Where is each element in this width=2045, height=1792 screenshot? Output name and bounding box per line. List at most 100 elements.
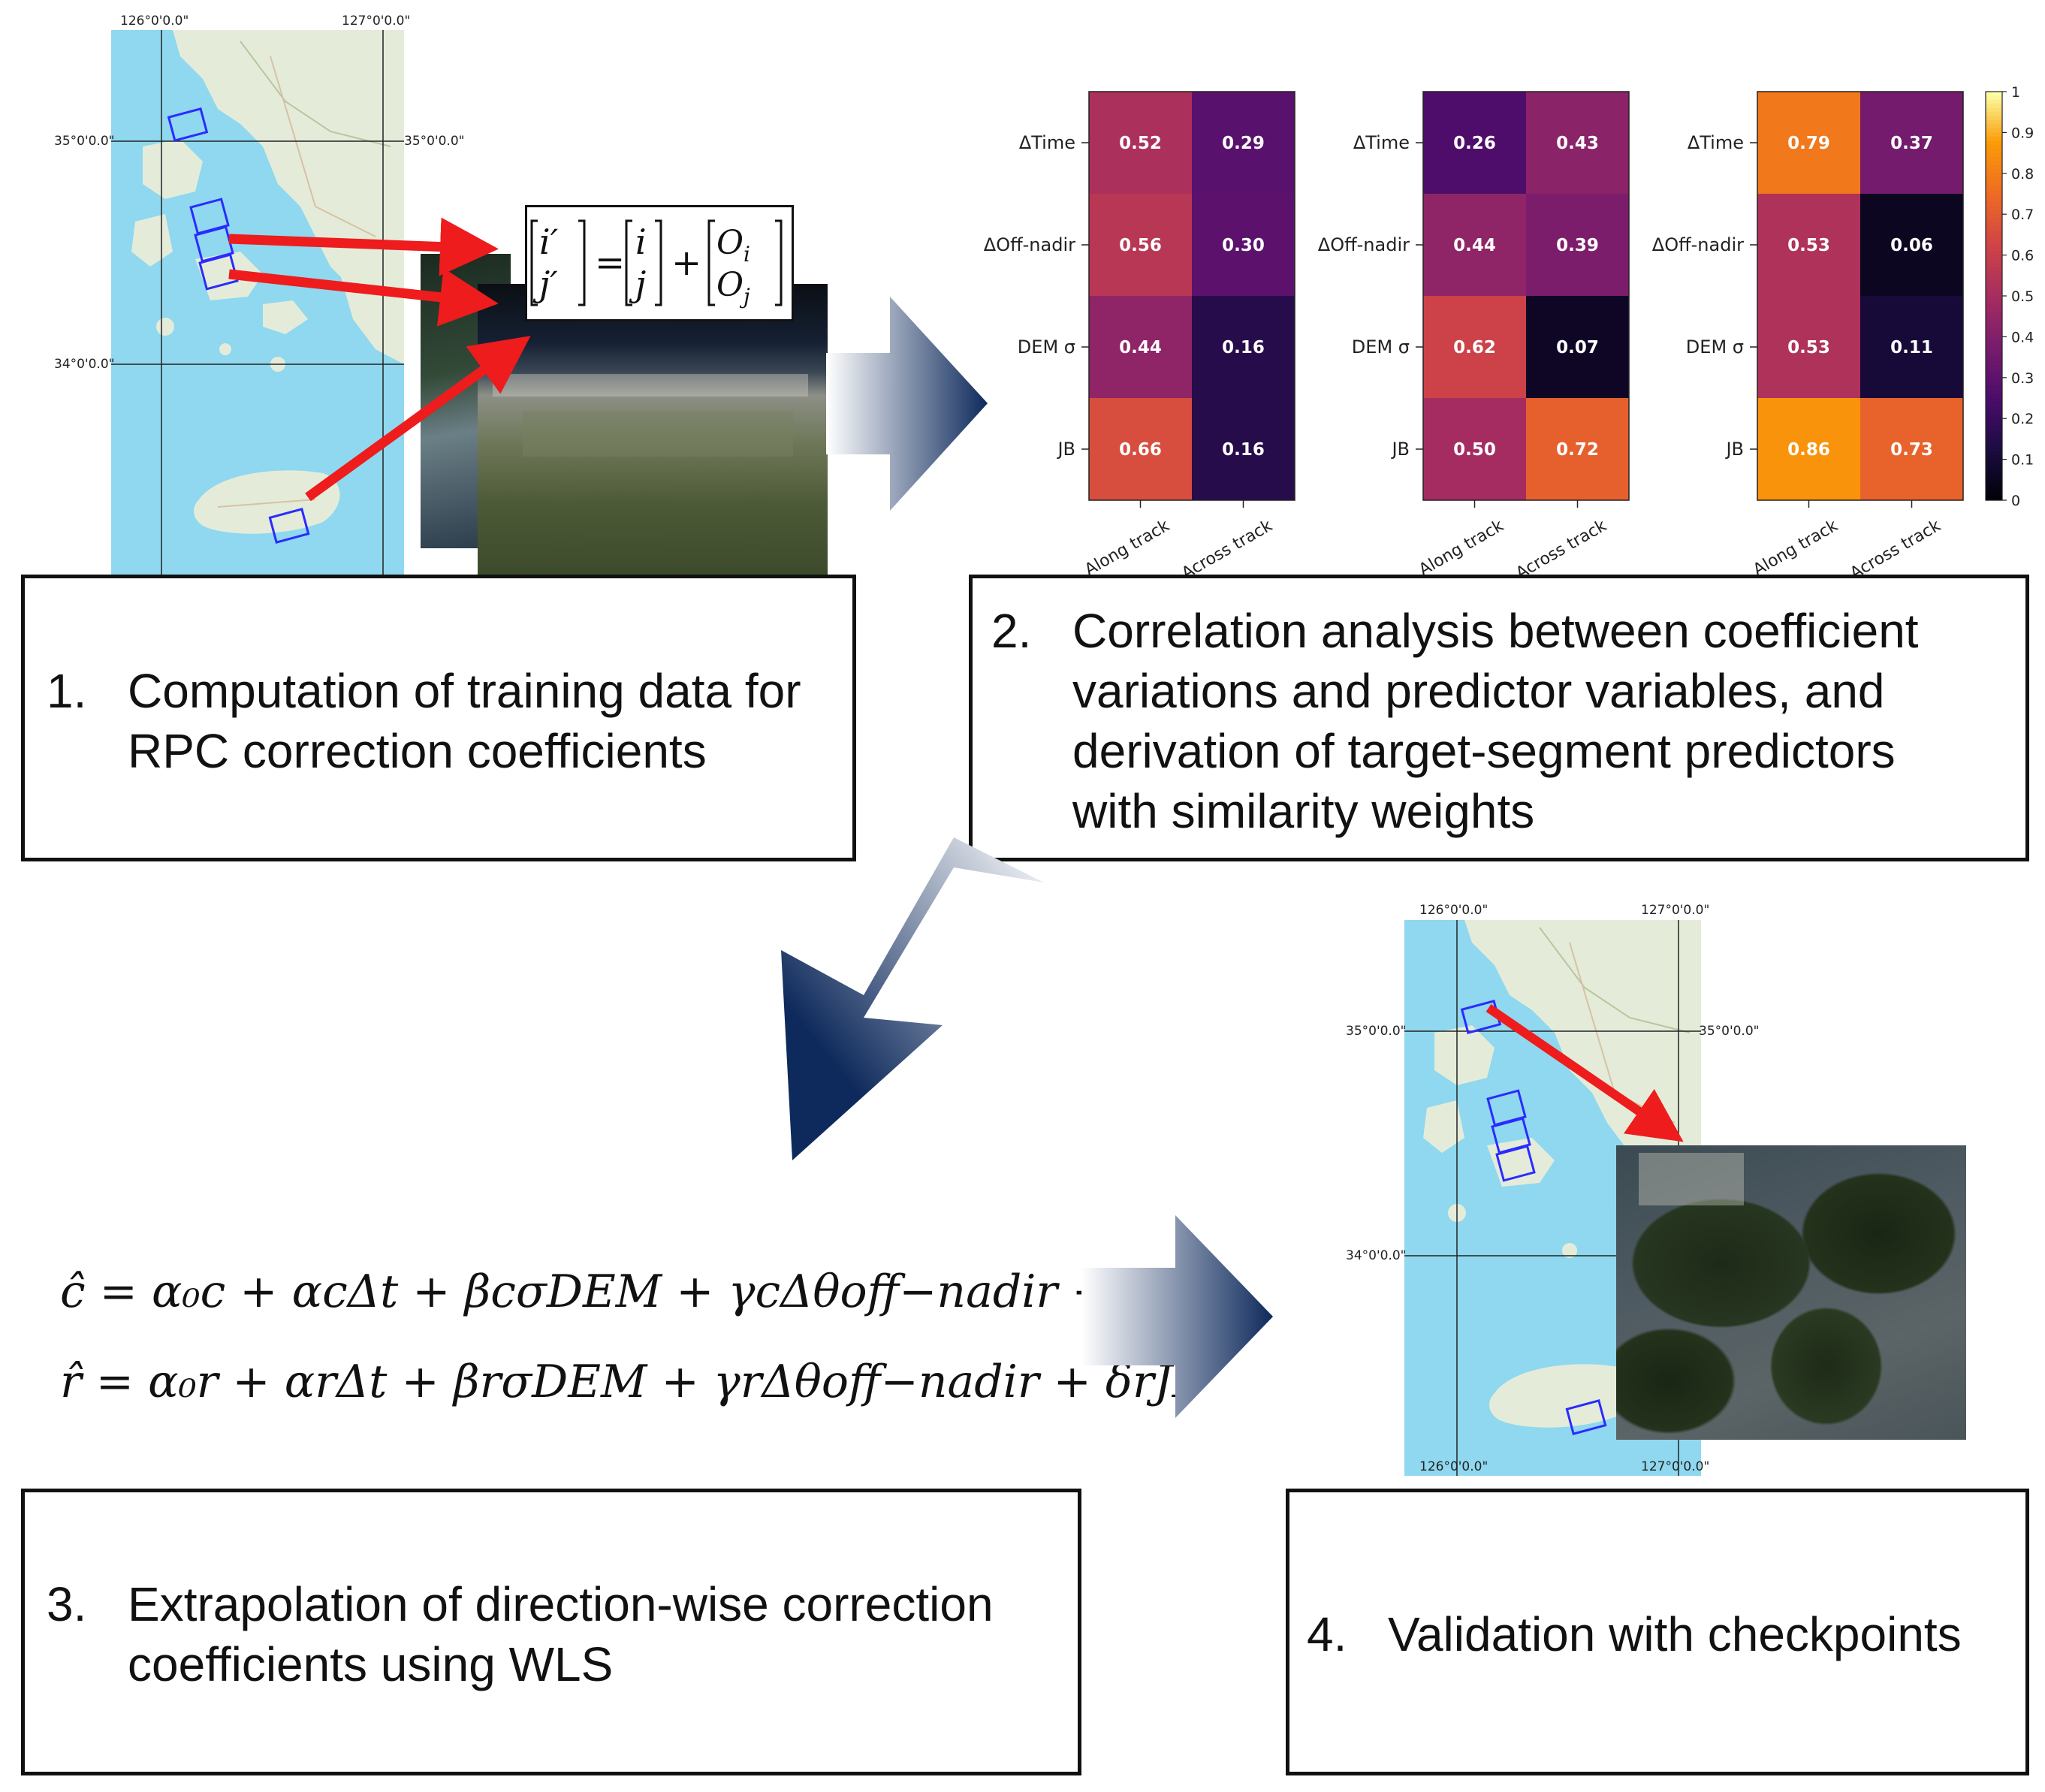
colorbar-segment-2 — [1986, 99, 2002, 104]
heatmap-2-row-label-3: JB — [1390, 439, 1410, 460]
colorbar-segment-17 — [1986, 161, 2002, 166]
rhs-oi: O — [716, 224, 743, 262]
colorbar-segment-18 — [1986, 164, 2002, 170]
heatmap-2-cell-2-0 — [1423, 296, 1526, 398]
colorbar-segment-77 — [1986, 406, 2002, 411]
heatmap-3-cell-1-1 — [1860, 194, 1963, 296]
step-3-text: 3. Extrapolation of direction-wise corre… — [47, 1574, 1068, 1702]
colorbar-segment-5 — [1986, 112, 2002, 117]
colorbar-segment-40 — [1986, 255, 2002, 260]
heatmap-2-frame — [1422, 91, 1630, 501]
step-1-text: 1. Computation of training data for RPC … — [47, 661, 843, 789]
colorbar-segment-93 — [1986, 471, 2002, 476]
colorbar-tick-label-3: 0.3 — [2011, 370, 2034, 387]
heatmap-3-row-label-1: ΔOff-nadir — [1652, 234, 1744, 255]
step-1-box — [21, 575, 856, 861]
heatmap-2-cell-2-1 — [1526, 296, 1629, 398]
colorbar-segment-63 — [1986, 348, 2002, 354]
step-2-number: 2. — [991, 604, 1032, 658]
step-2-line-3: derivation of target-segment predictors — [1072, 724, 1896, 778]
heatmap-2-value-0-1: 0.43 — [1556, 134, 1599, 153]
heatmap-1-cell-3-1 — [1192, 398, 1295, 500]
heatmap-2-cell-3-1 — [1526, 398, 1629, 500]
step-1-line-2: RPC correction coefficients — [128, 724, 707, 778]
colorbar-segment-16 — [1986, 157, 2002, 162]
colorbar-segment-52 — [1986, 303, 2002, 309]
map2-lat-35-label: 35°0'0.0" — [1346, 1024, 1406, 1039]
step-3-line-1: Extrapolation of direction-wise correcti… — [128, 1577, 994, 1631]
step-1-number: 1. — [47, 664, 87, 718]
heatmap-3-row-label-2: DEM σ — [1686, 336, 1744, 357]
satellite-image-front — [478, 284, 828, 577]
colorbar-segment-42 — [1986, 263, 2002, 268]
colorbar-segment-94 — [1986, 475, 2002, 481]
colorbar-segment-69 — [1986, 373, 2002, 379]
map1-lat-35-label: 35°0'0.0" — [54, 134, 114, 149]
heatmap-1-cell-3-0 — [1089, 398, 1192, 500]
heatmap-2-value-2-1: 0.07 — [1556, 338, 1599, 357]
step-2-line-1: Correlation analysis between coefficient — [1072, 604, 1919, 658]
heatmap-1-row-label-2: DEM σ — [1018, 336, 1075, 357]
heatmap-3-value-1-1: 0.06 — [1890, 236, 1933, 255]
lhs-i-prime: i′ — [539, 222, 559, 262]
heatmap-1-value-3-0: 0.66 — [1119, 440, 1162, 460]
heatmap-1-cell-2-0 — [1089, 296, 1192, 398]
heatmap-2-col-label-0: Along track — [1416, 516, 1507, 580]
heatmap-3-cell-2-0 — [1757, 296, 1860, 398]
colorbar-segment-92 — [1986, 467, 2002, 472]
heatmap-2-cell-1-0 — [1423, 194, 1526, 296]
colorbar-segment-4 — [1986, 107, 2002, 113]
heatmap-1-value-1-1: 0.30 — [1222, 236, 1265, 255]
colorbar-segment-39 — [1986, 251, 2002, 256]
colorbar-segment-26 — [1986, 198, 2002, 203]
heatmap-2-value-3-1: 0.72 — [1556, 440, 1599, 460]
regression-equations: ĉ = α₀c + αcΔt + βcσDEM + γcΔθoff−nadir … — [60, 1266, 1227, 1408]
heatmap-2-row-label-1: ΔOff-nadir — [1318, 234, 1410, 255]
step-2-line-2: variations and predictor variables, and — [1072, 664, 1885, 718]
colorbar-segment-21 — [1986, 177, 2002, 183]
step-2-box — [969, 575, 2029, 861]
colorbar-segment-34 — [1986, 230, 2002, 235]
map2-lon-127-label: 127°0'0.0" — [1641, 903, 1709, 918]
heatmap-2-cell-0-1 — [1526, 92, 1629, 194]
colorbar-segment-3 — [1986, 104, 2002, 109]
map2-footprints — [1460, 1000, 1607, 1435]
step-4-number: 4. — [1307, 1607, 1347, 1661]
colorbar-segment-50 — [1986, 296, 2002, 301]
offset-equation: i′ j′ = i j + O i O j — [530, 219, 783, 309]
colorbar-segment-87 — [1986, 447, 2002, 452]
colorbar-segment-71 — [1986, 382, 2002, 387]
heatmap-3-value-2-1: 0.11 — [1890, 338, 1933, 357]
heatmap-2-value-1-1: 0.39 — [1556, 236, 1599, 255]
colorbar-segment-75 — [1986, 398, 2002, 403]
satellite-image-checkpoints — [1616, 1145, 1966, 1440]
colorbar-segment-59 — [1986, 332, 2002, 337]
colorbar-segment-61 — [1986, 340, 2002, 345]
colorbar-segment-27 — [1986, 201, 2002, 207]
colorbar-tick-label-2: 0.2 — [2011, 411, 2034, 427]
colorbar-tick-label-1: 0.1 — [2011, 452, 2034, 469]
heatmap-1-cell-0-1 — [1192, 92, 1295, 194]
heatmap-3-cell-2-1 — [1860, 296, 1963, 398]
step-4-text: 4. Validation with checkpoints — [1307, 1604, 2013, 1672]
heatmap-2-cell-1-1 — [1526, 194, 1629, 296]
heatmap-2-value-3-0: 0.50 — [1453, 440, 1496, 460]
heatmap-3-col-label-0: Along track — [1750, 516, 1841, 580]
step-3-box — [21, 1489, 1081, 1775]
colorbar-segment-66 — [1986, 361, 2002, 367]
colorbar-tick-label-10: 1 — [2011, 84, 2020, 101]
heatmap-2-row-label-0: ΔTime — [1353, 132, 1410, 153]
step-3-line-2: coefficients using WLS — [128, 1637, 614, 1691]
map1-lon-126-label: 126°0'0.0" — [120, 14, 189, 29]
colorbar-segment-46 — [1986, 279, 2002, 285]
colorbar-segment-98 — [1986, 492, 2002, 497]
offset-equation-box: i′ j′ = i j + O i O j — [525, 205, 794, 321]
heatmap-1-cell-1-1 — [1192, 194, 1295, 296]
heatmap-3-value-3-1: 0.73 — [1890, 440, 1933, 460]
colorbar-segment-68 — [1986, 369, 2002, 374]
heatmap-2-value-2-0: 0.62 — [1453, 338, 1496, 357]
heatmap-3-cell-1-0 — [1757, 194, 1860, 296]
red-link-arrows-top — [228, 217, 531, 502]
map1-lat-35-right-label: 35°0'0.0" — [404, 134, 464, 149]
